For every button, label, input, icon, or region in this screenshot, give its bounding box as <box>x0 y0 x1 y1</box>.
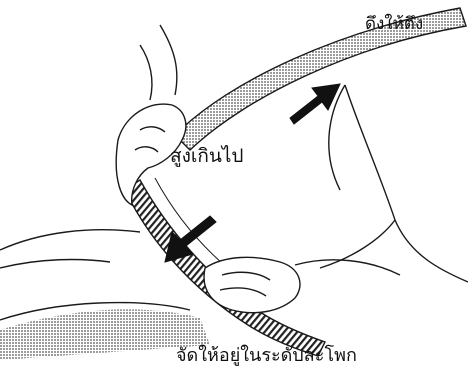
hip-level-label: จัดให้อยู่ในระดับสะโพก <box>176 347 357 365</box>
lower-hand <box>204 257 400 312</box>
too-high-label: สูงเกินไป <box>170 147 243 166</box>
arrow-down-left-icon <box>165 216 216 262</box>
arrow-up-right-icon <box>290 84 340 124</box>
pull-tight-label: ดึงให้ตึง <box>365 16 423 33</box>
